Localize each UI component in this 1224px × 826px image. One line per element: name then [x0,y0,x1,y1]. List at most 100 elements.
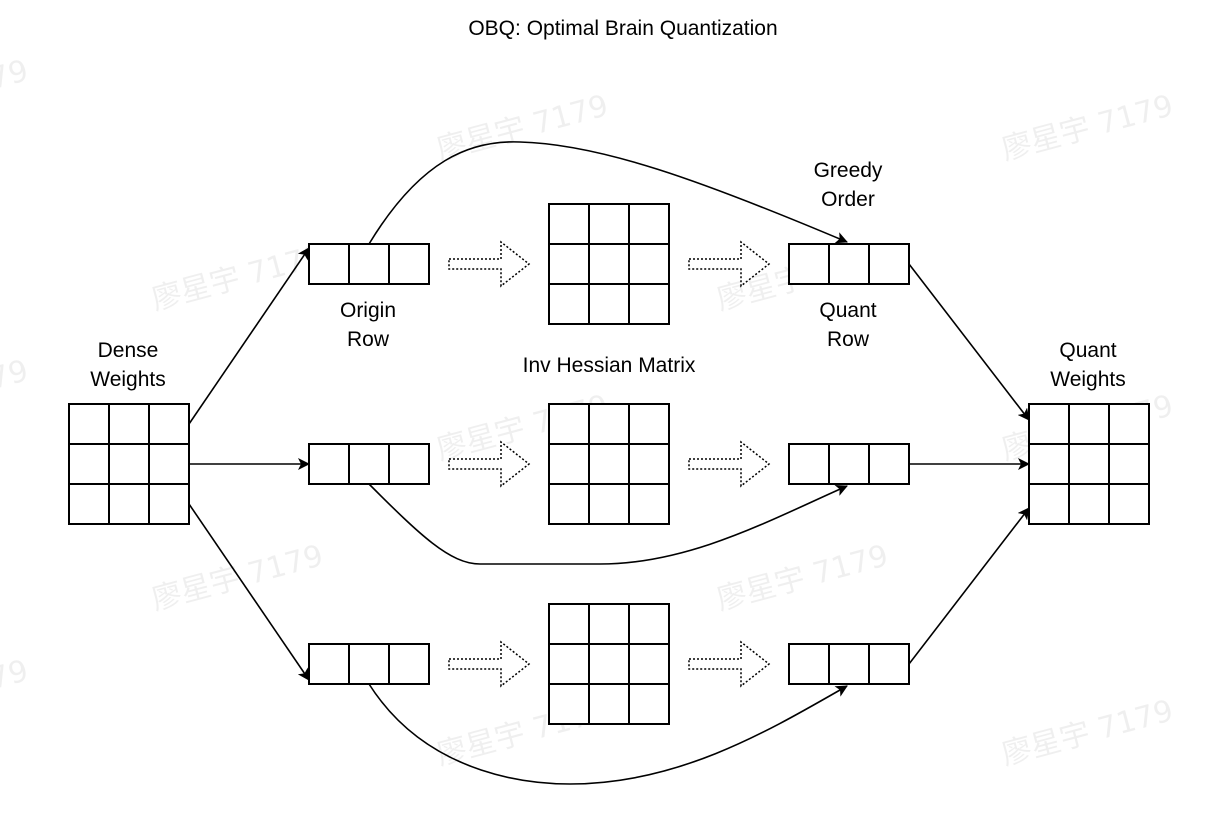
matrix-cell [108,483,150,525]
matrix-cell [348,243,390,285]
matrix-cell [388,443,430,485]
matrix-cell [148,443,190,485]
matrix-cell [1108,443,1150,485]
inv-hessian-label: Inv Hessian Matrix [523,354,696,377]
matrix-cell [108,403,150,445]
matrix-cell [548,243,590,285]
watermark: 廖星宇 7179 [998,88,1177,167]
matrix-cell [1028,483,1070,525]
matrix-cell [588,683,630,725]
matrix-cell [388,243,430,285]
matrix-cell [628,283,670,325]
watermark: 廖星宇 7179 [433,88,612,167]
watermark: 廖星宇 7179 [0,653,32,732]
dotted-arrow-inv-hessian-2-to-quant-row-2 [688,440,771,488]
matrix-cell [628,443,670,485]
matrix-cell [868,443,910,485]
matrix-cell [548,683,590,725]
diagram-title: OBQ: Optimal Brain Quantization [468,17,777,40]
matrix-cell [388,643,430,685]
matrix-cell [588,403,630,445]
matrix-cell [348,443,390,485]
matrix-cell [548,283,590,325]
quant-weights-label-line2: Weights [1050,368,1125,391]
edge-origin-row-1-to-quant-row-1 [368,141,848,245]
matrix-cell [628,203,670,245]
matrix-cell [68,483,110,525]
matrix-cell [588,603,630,645]
edge-origin-row-2-to-quant-row-2 [368,483,848,565]
watermark: 廖星宇 7179 [148,238,327,317]
matrix-cell [788,243,830,285]
watermark: 廖星宇 7179 [713,538,892,617]
matrix-cell [68,443,110,485]
matrix-cell [1108,403,1150,445]
matrix-cell [588,283,630,325]
quant-row-3 [788,643,910,685]
matrix-cell [308,443,350,485]
matrix-cell [1028,403,1070,445]
quant-row-label-line1: Quant [819,299,876,322]
matrix-cell [588,643,630,685]
quant-weights [1028,403,1150,525]
matrix-cell [308,643,350,685]
matrix-cell [1068,443,1110,485]
matrix-cell [348,643,390,685]
matrix-cell [548,443,590,485]
quant-row-2 [788,443,910,485]
inv-hessian-3 [548,603,670,725]
matrix-cell [868,643,910,685]
dense-weights [68,403,190,525]
origin-row-label-line2: Row [347,328,390,351]
dense-weights-label-line2: Weights [90,368,165,391]
matrix-cell [628,243,670,285]
greedy-order-label-line2: Order [821,188,875,211]
edge-dense-weights-to-origin-row-1 [188,247,310,425]
edge-origin-row-3-to-quant-row-3 [368,683,848,785]
matrix-cell [628,403,670,445]
dotted-arrow-origin-row-2-to-inv-hessian-2 [448,440,531,488]
watermark: 廖星宇 7179 [998,693,1177,772]
matrix-cell [588,483,630,525]
matrix-cell [548,403,590,445]
dotted-arrow-origin-row-1-to-inv-hessian-1 [448,240,531,288]
edge-quant-row-1-to-quant-weights [908,263,1030,421]
matrix-cell [148,403,190,445]
dotted-arrow-inv-hessian-3-to-quant-row-3 [688,640,771,688]
matrix-cell [628,603,670,645]
origin-row-3 [308,643,430,685]
nodes [68,203,1150,725]
dotted-arrow-inv-hessian-1-to-quant-row-1 [688,240,771,288]
edge-quant-row-3-to-quant-weights [908,507,1030,665]
inv-hessian-1 [548,203,670,325]
matrix-cell [548,643,590,685]
inv-hessian-2 [548,403,670,525]
matrix-cell [788,643,830,685]
matrix-cell [588,203,630,245]
matrix-cell [628,643,670,685]
matrix-cell [868,243,910,285]
watermark: 廖星宇 7179 [0,53,32,132]
matrix-cell [1068,403,1110,445]
greedy-order-label-line1: Greedy [814,159,883,182]
origin-row-1 [308,243,430,285]
matrix-cell [1028,443,1070,485]
matrix-cell [148,483,190,525]
dense-weights-label-line1: Dense [98,339,159,362]
watermark: 廖星宇 7179 [148,538,327,617]
matrix-cell [788,443,830,485]
quant-row-1 [788,243,910,285]
watermark: 廖星宇 7179 [0,353,32,432]
matrix-cell [1108,483,1150,525]
matrix-cell [588,443,630,485]
edges [188,141,1030,785]
matrix-cell [68,403,110,445]
matrix-cell [828,243,870,285]
origin-row-label-line1: Origin [340,299,396,322]
matrix-cell [548,603,590,645]
matrix-cell [548,203,590,245]
matrix-cell [828,643,870,685]
edge-dense-weights-to-origin-row-3 [188,503,310,681]
matrix-cell [588,243,630,285]
matrix-cell [828,443,870,485]
